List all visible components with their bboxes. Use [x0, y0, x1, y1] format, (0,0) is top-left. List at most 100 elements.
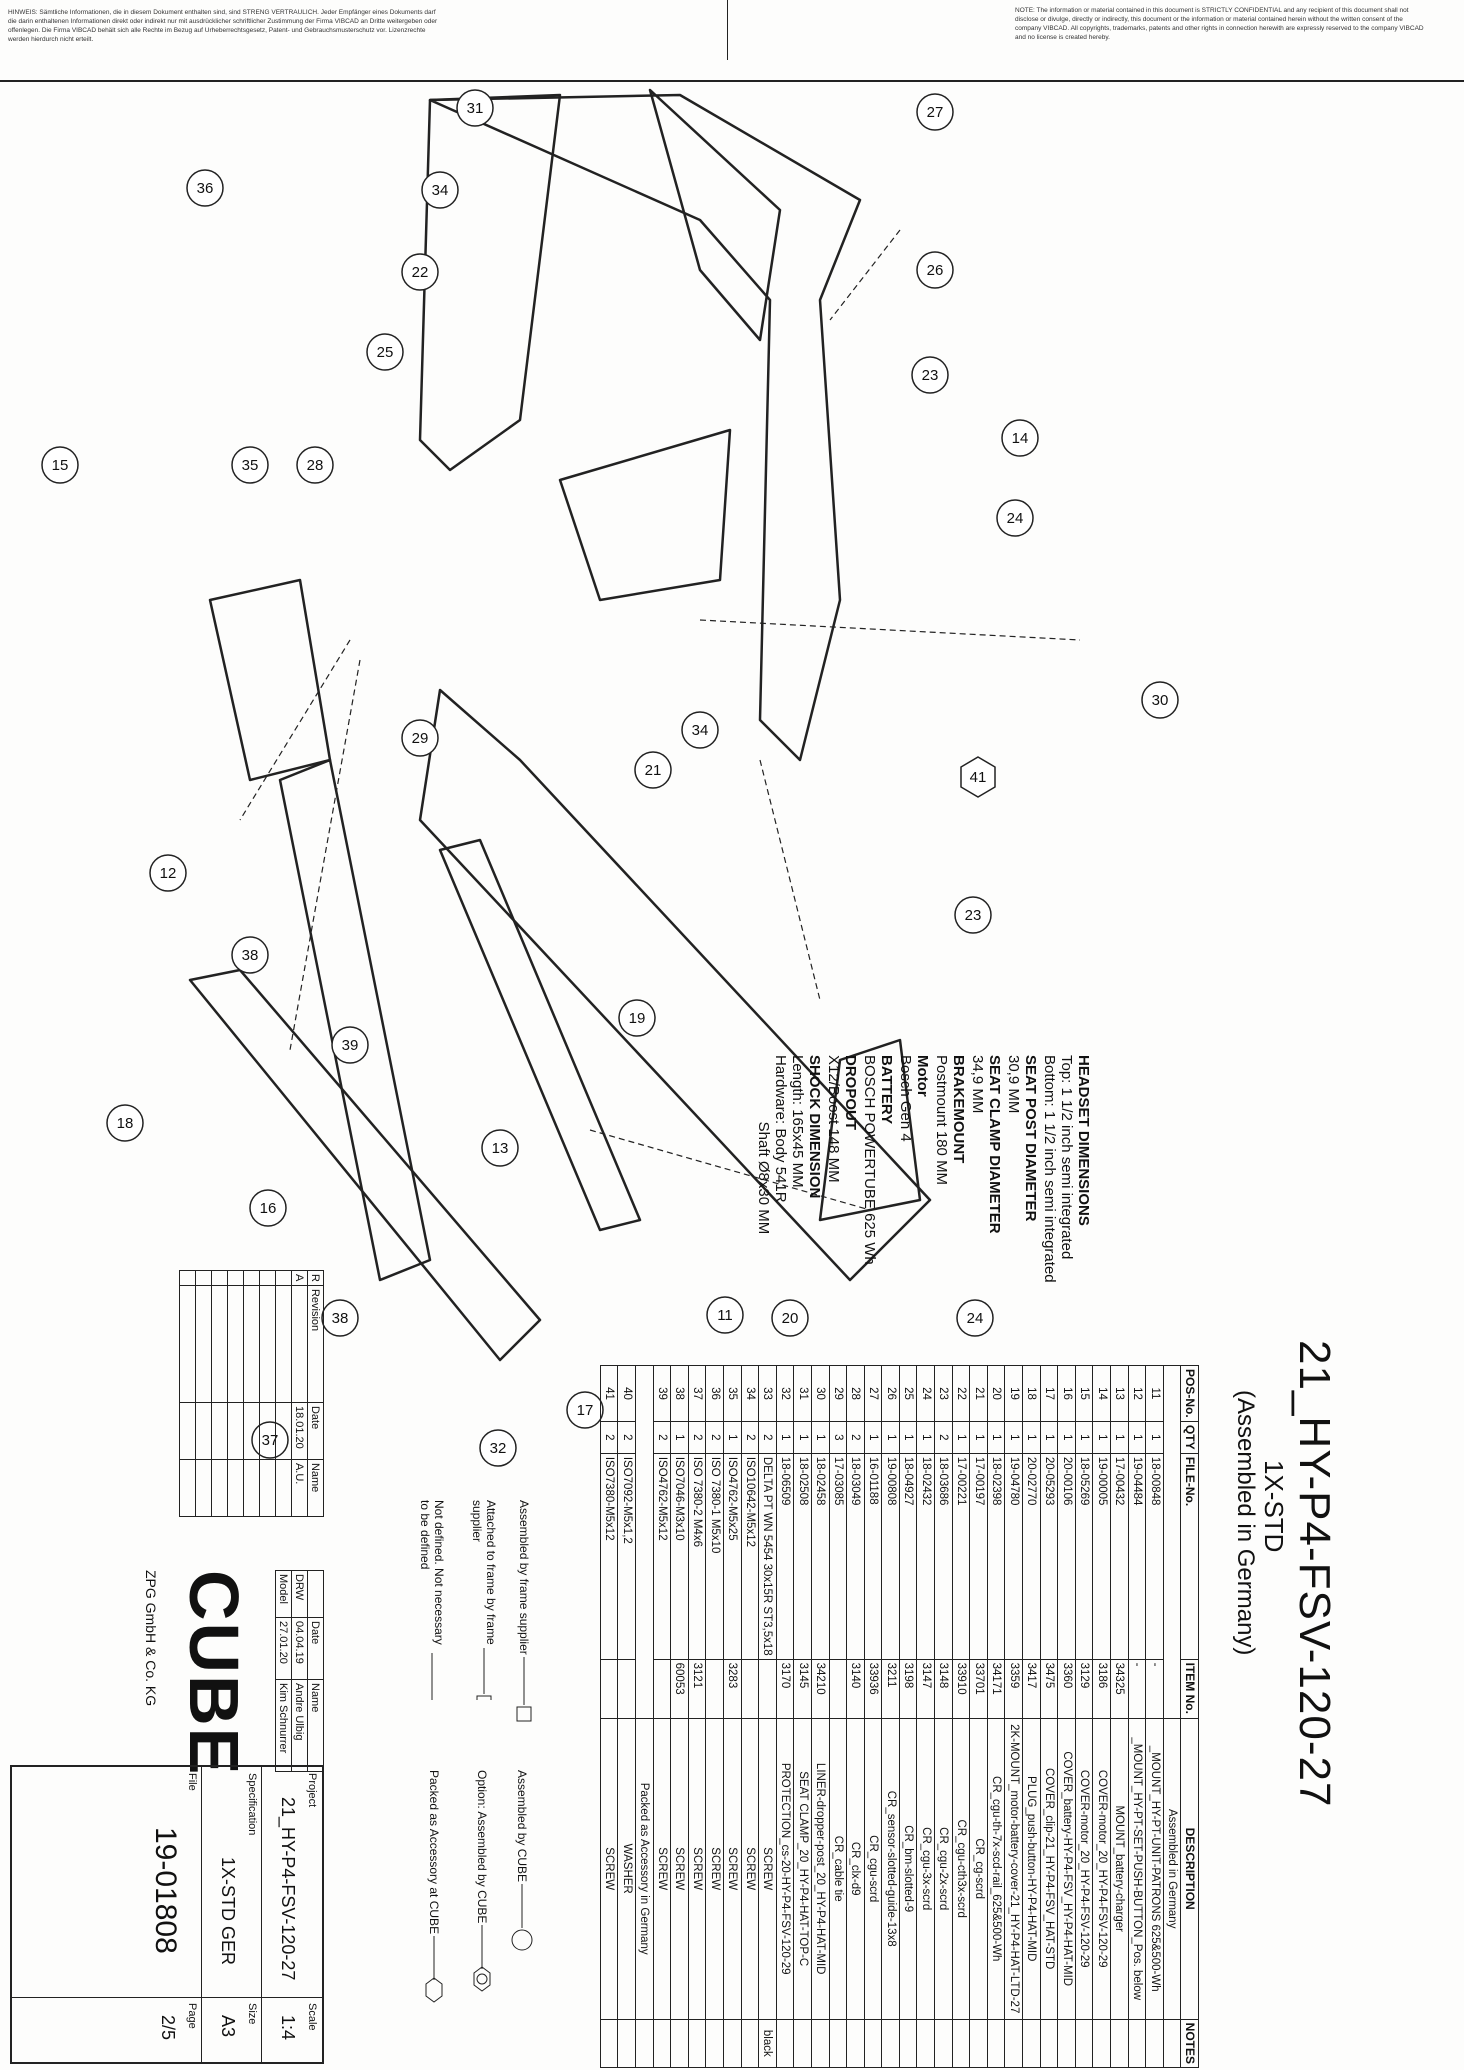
bom-cell-file: 20-00106 [1057, 1453, 1076, 1660]
callout-13-label: 13 [492, 1140, 509, 1157]
callout-30-label: 29 [412, 730, 429, 747]
bom-header-file: FILE-No. [1180, 1453, 1199, 1660]
callout-18-label: 18 [117, 1115, 134, 1132]
bom-cell-item [600, 1659, 618, 1719]
spec-shock-shaft: Shaft Ø8x30 MM [755, 1055, 772, 1235]
bom-section-accessory: Packed as Accessory in Germany [635, 1365, 654, 2068]
callout-12 [149, 854, 187, 892]
bom-cell-item: 33910 [952, 1659, 970, 1719]
callout-37-label: 37 [262, 1432, 279, 1449]
callout-24 [956, 1299, 994, 1337]
drw-header-date: Date [307, 1617, 324, 1680]
bom-cell-pos: 23 [934, 1365, 953, 1422]
bom-cell-desc: CR_cgu-2x-scrd [934, 1718, 953, 2020]
bom-cell-desc: SCREW [688, 1718, 706, 2020]
callout-18 [106, 1104, 144, 1142]
bom-cell-desc: _MOUNT_HY-PT-UNIT-PATRONS 625&500-Wh [1145, 1718, 1164, 2020]
spec-seatpost-value: 30,9 MM [1005, 1055, 1022, 1114]
spec-dropout-value: X12/Boost 148 MM [825, 1055, 842, 1183]
bom-cell-file: 18-04927 [899, 1453, 917, 1660]
bom-cell-item [705, 1659, 724, 1719]
bom-cell-qty: 2 [617, 1421, 636, 1454]
project-label: Project [306, 1773, 318, 1808]
bom-cell-desc: SCREW [653, 1718, 671, 2020]
bom-cell-qty: 1 [987, 1421, 1005, 1454]
bom-cell-file: 18-06509 [776, 1453, 794, 1660]
bom-cell-notes [987, 2019, 1005, 2068]
spec-shock-hardware: Hardware: Body 541R [772, 1055, 789, 1203]
bom-cell-item: 3211 [881, 1659, 900, 1719]
bom-cell-item: 60053 [670, 1659, 689, 1719]
spec-battery-title: BATTERY [878, 1055, 895, 1125]
bom-cell-pos: 40 [617, 1365, 636, 1422]
callout-35-label: 35 [242, 457, 259, 474]
spec-motor-value: Bosch Gen 4 [897, 1055, 914, 1142]
head-tube [818, 1038, 922, 1222]
callout-38-label: 38 [332, 1310, 349, 1327]
drawing-variant: 1X-STD [1259, 1460, 1289, 1553]
drw-name: Andre Ulbig [291, 1679, 308, 1772]
callout-28-label: 27 [927, 104, 944, 121]
callout-15-label: 15 [52, 457, 69, 474]
bom-cell-pos: 41 [600, 1365, 618, 1422]
rev-header-date: Date [307, 1402, 324, 1460]
callout-15 [41, 446, 79, 484]
bom-cell-pos: 35 [723, 1365, 742, 1422]
bom-cell-file: ISO7046-M3x10 [670, 1453, 689, 1660]
bom-cell-item: 3475 [1040, 1659, 1058, 1719]
bom-cell-pos: 34 [741, 1365, 759, 1422]
bom-cell-qty: 1 [1075, 1421, 1093, 1454]
bom-cell-desc: SCREW [758, 1718, 777, 2020]
rear-triangle [428, 93, 862, 762]
legend-option-cube: Option: Assembled by CUBE [470, 1770, 494, 2030]
bom-cell-pos: 22 [952, 1365, 970, 1422]
bom-cell-qty: 1 [1057, 1421, 1076, 1454]
bom-cell-notes: black [758, 2019, 777, 2068]
callout-33 [479, 1429, 517, 1467]
callout-16 [249, 1189, 287, 1227]
callout-34 [421, 171, 459, 209]
bom-cell-desc: SEAT CLAMP_20_HY-P4-HAT-TOP-C [793, 1718, 812, 2020]
bom-cell-desc: COVER-motor_20_HY-P4-FSV-120-29 [1075, 1718, 1093, 2020]
bom-cell-notes [741, 2019, 759, 2068]
arrow-circle-icon [511, 1884, 533, 1951]
bom-cell-item: 3145 [793, 1659, 812, 1719]
arrow-left-icon [431, 1653, 433, 1700]
bom-cell-pos: 12 [1128, 1365, 1146, 1422]
bom-cell-pos: 16 [1057, 1365, 1076, 1422]
company-name: ZPG GmbH & Co. KG [143, 1570, 159, 1707]
callout-14 [1001, 419, 1039, 457]
bom-cell-file: 17-00221 [952, 1453, 970, 1660]
bom-section-accessory-label: Packed as Accessory in Germany [635, 1718, 654, 2020]
motor-cover-strip [278, 758, 432, 1282]
callout-34b [681, 711, 719, 749]
spec-shock-length: Length: 165x45 MM [789, 1055, 806, 1188]
bom-cell-item [758, 1659, 777, 1719]
bom-cell-file: 17-00432 [1110, 1453, 1129, 1660]
bom-cell-notes [1040, 2019, 1058, 2068]
bom-cell-qty: 1 [811, 1421, 830, 1454]
leader-12 [239, 639, 351, 821]
bom-cell-notes [969, 2019, 988, 2068]
spec-seatpost: SEAT POST DIAMETER 30,9 MM [1005, 1055, 1039, 1380]
rev-a-label: A [291, 1270, 308, 1286]
bom-cell-file: ISO7092-M5x1,2 [617, 1453, 636, 1660]
spec-motor: Motor Bosch Gen 4 [897, 1055, 931, 1380]
frame-specifications: HEADSET DIMENSIONS Top: 1 1/2 inch semi … [753, 1055, 1092, 1380]
file-label: File [186, 1773, 198, 1791]
model-date: 27.01.20 [275, 1617, 292, 1680]
rev-header-name: Name [307, 1459, 324, 1517]
legend-assembled-cube: Assembled by CUBE [510, 1770, 534, 1952]
bom-cell-qty: 1 [881, 1421, 900, 1454]
